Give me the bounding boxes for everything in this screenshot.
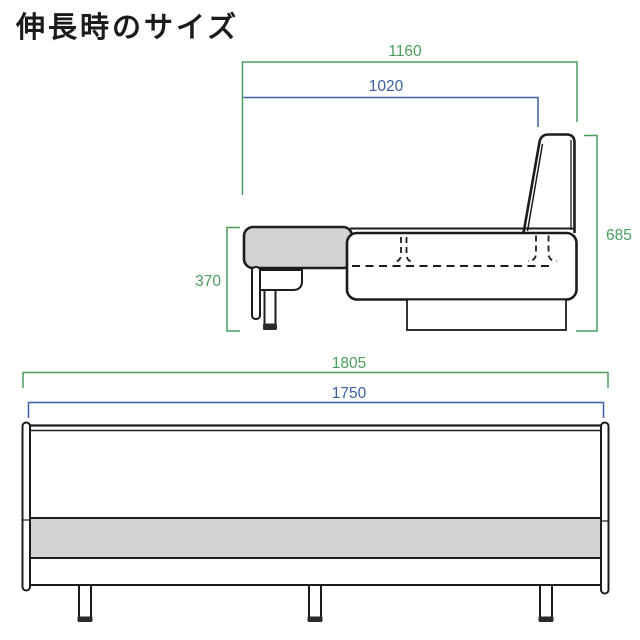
- back-seam-dashed-left: [527, 235, 537, 262]
- dimension-total-height: 685: [576, 134, 632, 332]
- leg-body: [78, 584, 92, 619]
- left-post: [21, 421, 31, 592]
- cushion-seam-dashed-left: [392, 237, 402, 263]
- seat-support-bracket: [258, 269, 303, 291]
- leg-foot: [307, 616, 323, 622]
- right-leg: [538, 584, 554, 622]
- dimension-line: [243, 96, 539, 127]
- page-title: 伸長時のサイズ: [16, 10, 240, 44]
- right-post: [600, 421, 610, 595]
- dimension-inner-length: 1750: [27, 385, 605, 418]
- leg-body: [539, 584, 553, 619]
- dimension-total-length: 1805: [22, 355, 609, 388]
- dimension-label-inner-length: 1750: [332, 385, 367, 402]
- leg-foot: [538, 616, 554, 622]
- backrest: [522, 133, 576, 234]
- dimension-line: [226, 226, 240, 332]
- front-support-plate: [251, 266, 261, 320]
- base-block: [406, 298, 567, 331]
- dimension-label-total-height: 685: [606, 227, 632, 244]
- dimension-line: [22, 371, 609, 388]
- middle-leg: [307, 584, 323, 622]
- leg-body: [308, 584, 322, 619]
- dimension-label-seat-depth: 1020: [369, 78, 404, 95]
- cushion-seam-dashed-right: [405, 237, 415, 263]
- dimension-line: [576, 134, 598, 332]
- dimension-seat-height: 370: [195, 226, 240, 332]
- extended-seat-section: [242, 225, 354, 270]
- backrest-inner-line: [526, 143, 544, 232]
- sofa-front-view-art: [21, 421, 610, 622]
- dimension-label-total-length: 1805: [332, 355, 366, 372]
- left-leg: [77, 584, 93, 622]
- dimension-seat-depth: 1020: [243, 78, 539, 127]
- leg-foot: [77, 616, 93, 622]
- dimension-label-seat-height: 370: [195, 273, 221, 290]
- lower-rail: [28, 557, 603, 586]
- dimension-line: [241, 61, 578, 195]
- dimension-total-width: 1160: [241, 43, 578, 195]
- side-view-diagram: 1160 1020 685 370: [195, 43, 632, 332]
- back-seam-dashed-right: [547, 235, 557, 262]
- dimension-line: [27, 401, 605, 418]
- dimension-label-total-width: 1160: [388, 43, 422, 60]
- cushion-band: [28, 517, 603, 559]
- front-leg: [263, 289, 277, 326]
- sofa-side-view-art: [242, 133, 578, 331]
- front-leg-foot: [263, 323, 277, 330]
- front-view-diagram: 1805 1750: [21, 355, 610, 622]
